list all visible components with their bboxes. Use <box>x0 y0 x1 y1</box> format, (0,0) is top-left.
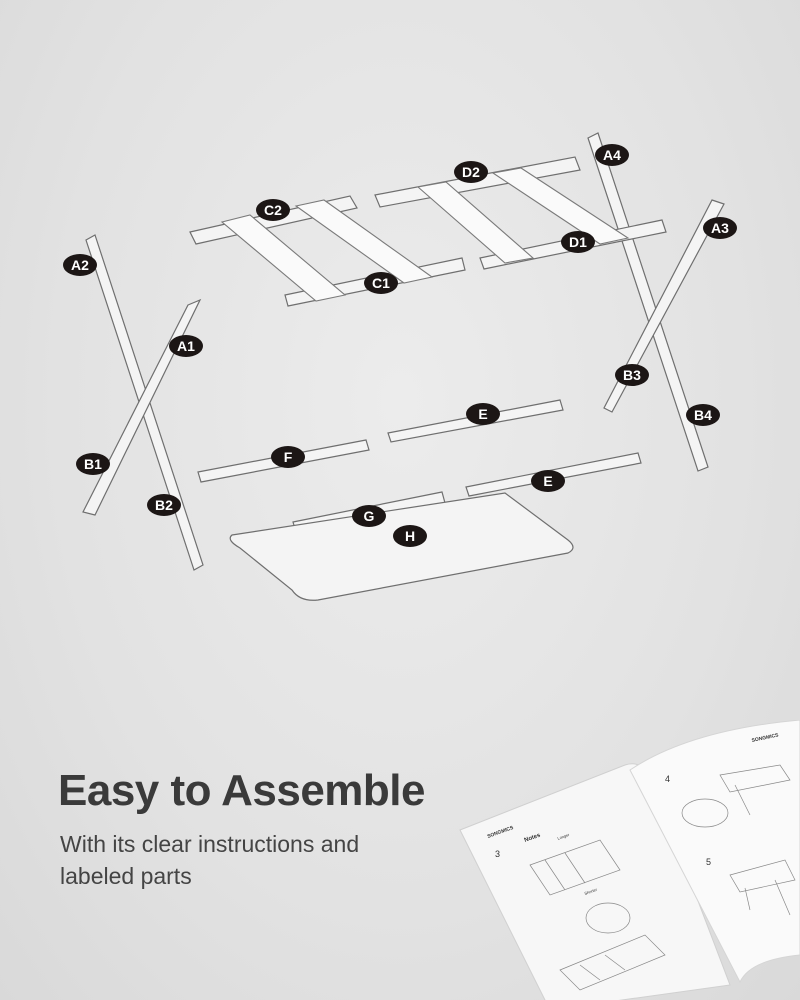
booklet-notes-title: Notes <box>524 832 542 844</box>
svg-text:B3: B3 <box>623 367 641 383</box>
svg-text:E: E <box>543 473 552 489</box>
svg-text:F: F <box>284 449 293 465</box>
label-b4: B4 <box>686 404 720 426</box>
svg-text:A2: A2 <box>71 257 89 273</box>
headline: Easy to Assemble <box>58 766 426 815</box>
svg-text:E: E <box>478 406 487 422</box>
svg-text:A3: A3 <box>711 220 729 236</box>
booklet-step-3: 3 <box>495 849 500 859</box>
leg-a3 <box>603 199 725 413</box>
booklet-right-page <box>629 720 800 984</box>
svg-text:C1: C1 <box>372 275 390 291</box>
strap <box>294 199 434 284</box>
svg-text:H: H <box>405 528 415 544</box>
svg-text:B1: B1 <box>84 456 102 472</box>
label-a2: A2 <box>63 254 97 276</box>
booklet-illustrations <box>529 764 796 991</box>
label-a1: A1 <box>169 335 203 357</box>
label-h: H <box>393 525 427 547</box>
label-d2: D2 <box>454 161 488 183</box>
label-e-upper: E <box>466 403 500 425</box>
shelf-h <box>229 492 574 601</box>
instruction-booklet: SONGMICS SONGMICS 3 Notes Longer Shorter… <box>459 720 800 1000</box>
label-a4: A4 <box>595 144 629 166</box>
label-a3: A3 <box>703 217 737 239</box>
leg-a4 <box>587 132 709 472</box>
svg-text:B2: B2 <box>155 497 173 513</box>
strap <box>416 181 535 264</box>
label-c1: C1 <box>364 272 398 294</box>
label-e-lower: E <box>531 470 565 492</box>
label-f: F <box>271 446 305 468</box>
svg-text:D1: D1 <box>569 234 587 250</box>
label-b1: B1 <box>76 453 110 475</box>
subtitle: With its clear instructions and labeled … <box>60 828 420 892</box>
label-g: G <box>352 505 386 527</box>
leg-a1 <box>82 298 202 516</box>
subtitle-line: With its clear instructions and <box>60 831 360 857</box>
label-c2: C2 <box>256 199 290 221</box>
svg-text:G: G <box>364 508 375 524</box>
svg-text:A4: A4 <box>603 147 621 163</box>
strap <box>220 214 347 302</box>
svg-text:A1: A1 <box>177 338 195 354</box>
label-d1: D1 <box>561 231 595 253</box>
label-b3: B3 <box>615 364 649 386</box>
svg-text:B4: B4 <box>694 407 712 423</box>
svg-text:D2: D2 <box>462 164 480 180</box>
exploded-parts-diagram: A2 A1 C2 C1 D2 D1 A4 A3 B3 B4 B1 B2 F E … <box>63 132 737 601</box>
svg-text:C2: C2 <box>264 202 282 218</box>
booklet-longer: Longer <box>557 832 571 841</box>
label-b2: B2 <box>147 494 181 516</box>
booklet-step-5: 5 <box>706 857 711 867</box>
booklet-shorter: Shorter <box>584 887 599 896</box>
subtitle-line: labeled parts <box>60 863 192 889</box>
booklet-step-4: 4 <box>665 774 670 784</box>
strap <box>491 167 630 245</box>
booklet-brand-right: SONGMICS <box>751 732 780 744</box>
